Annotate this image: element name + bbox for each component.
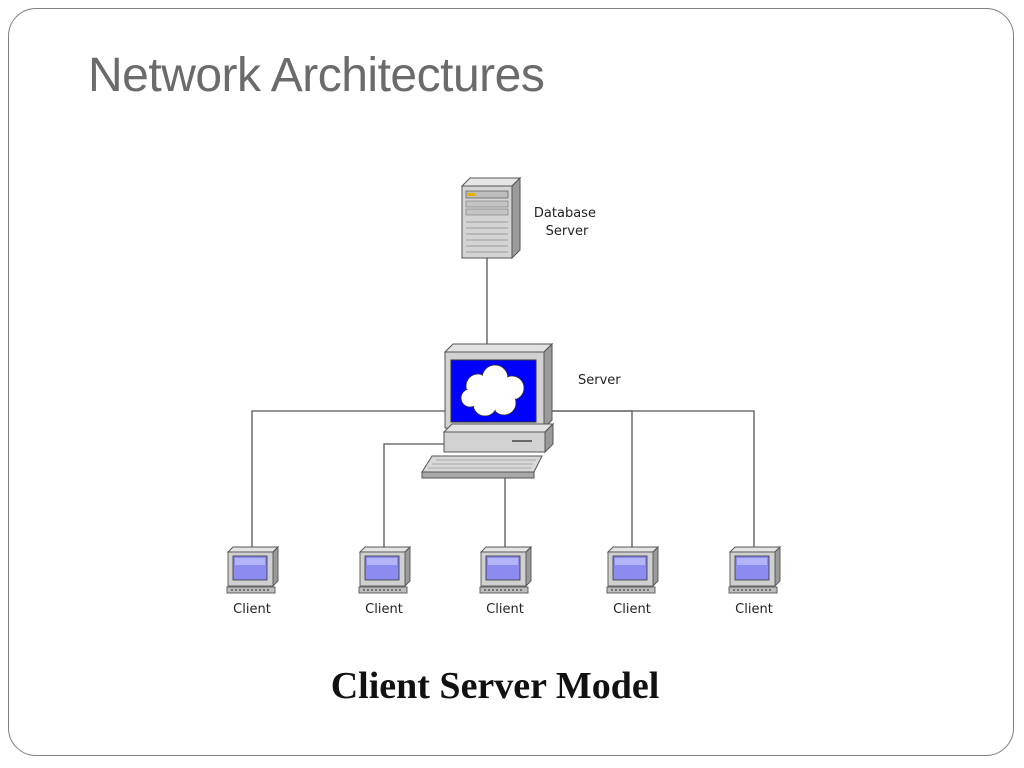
client-5: Client — [728, 545, 782, 617]
client-computer-icon — [606, 545, 660, 594]
connection-client-5 — [552, 410, 755, 548]
client-1: Client — [226, 545, 280, 617]
server-computer-icon — [421, 342, 555, 479]
client-label: Client — [613, 602, 651, 617]
client-computer-icon — [358, 545, 412, 594]
client-computer-icon — [226, 545, 280, 594]
database-server-label-line-2: Server — [546, 224, 589, 239]
clients-group: Client Client Client Client Client — [226, 545, 782, 617]
server-label: Server — [578, 373, 621, 388]
connection-client-2 — [383, 443, 445, 548]
client-2: Client — [358, 545, 412, 617]
client-computer-icon — [479, 545, 533, 594]
slide-title: Network Architectures — [88, 49, 545, 102]
slide-caption: Client Server Model — [330, 665, 660, 707]
database-server-icon — [460, 176, 522, 260]
connection-lines — [251, 258, 755, 548]
client-label: Client — [365, 602, 403, 617]
client-label: Client — [486, 602, 524, 617]
connection-client-4 — [552, 410, 633, 548]
connection-client-1 — [251, 410, 445, 548]
database-server-label: Database Server — [534, 206, 600, 239]
database-server-label-line-1: Database — [534, 206, 596, 221]
client-computer-icon — [728, 545, 782, 594]
client-label: Client — [233, 602, 271, 617]
client-3: Client — [479, 545, 533, 617]
client-label: Client — [735, 602, 773, 617]
client-4: Client — [606, 545, 660, 617]
